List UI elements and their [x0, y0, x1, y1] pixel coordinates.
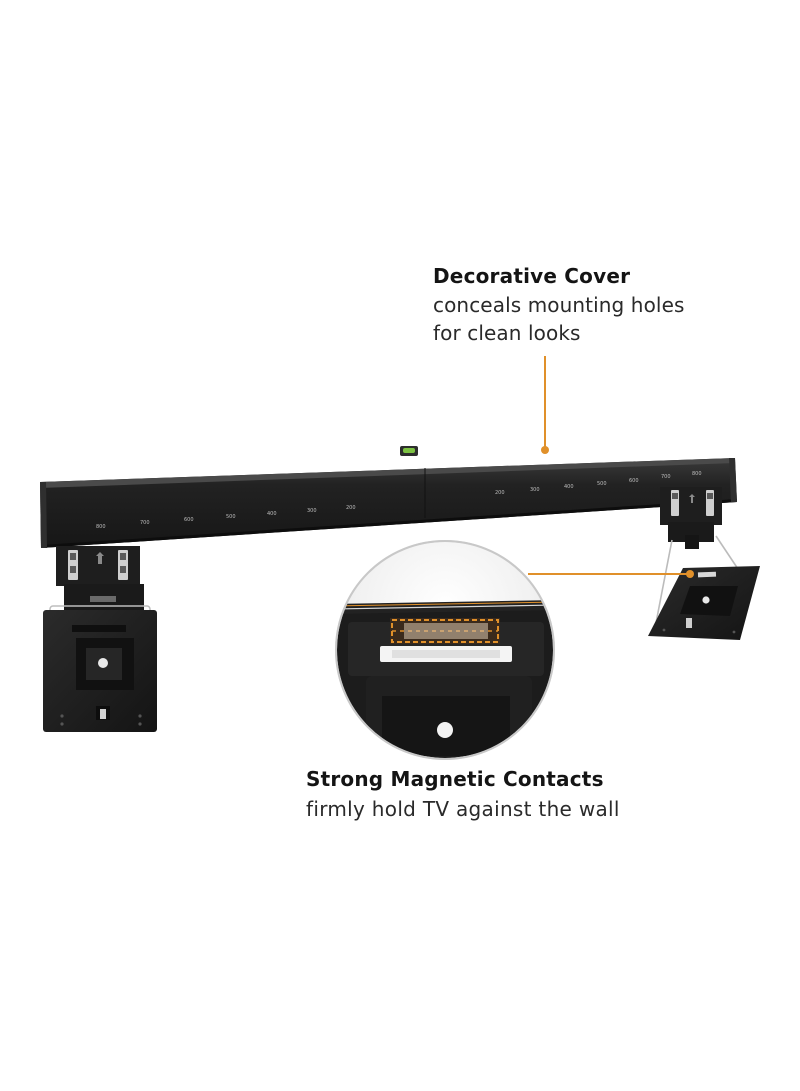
- scale-mark-left-1: 700: [140, 520, 150, 526]
- magnet-leader-dot: [686, 570, 694, 578]
- magnetic-contacts-title: Strong Magnetic Contacts: [306, 767, 604, 791]
- scale-mark-right-1: 300: [530, 487, 540, 493]
- cover-leader-dot: [541, 446, 549, 454]
- arrow-up-icon: [689, 494, 695, 503]
- decorative-cover-desc-line2: for clean looks: [433, 321, 581, 345]
- left-tv-bracket: [43, 546, 157, 732]
- scale-mark-right-4: 600: [629, 478, 639, 484]
- scale-mark-left-3: 500: [226, 514, 236, 520]
- magnified-detail-lens: [335, 540, 555, 760]
- scale-mark-left-2: 600: [184, 517, 194, 523]
- scale-mark-right-6: 800: [692, 471, 702, 477]
- magnetic-contacts-callout: Strong Magnetic Contacts firmly hold TV …: [306, 764, 776, 824]
- scale-mark-right-0: 200: [495, 490, 505, 496]
- scale-mark-left-0: 800: [96, 524, 106, 530]
- magnetic-contact-strip: [390, 618, 500, 644]
- magnetic-contacts-desc: firmly hold TV against the wall: [306, 797, 620, 821]
- decorative-cover-title: Decorative Cover: [433, 264, 631, 288]
- scale-mark-left-5: 300: [307, 508, 317, 514]
- scale-mark-left-6: 200: [346, 505, 356, 511]
- scale-mark-right-2: 400: [564, 484, 574, 490]
- scale-mark-right-3: 500: [597, 481, 607, 487]
- scale-marks-right: 200 300 400 500 600 700 800: [495, 471, 702, 496]
- decorative-cover-callout: Decorative Cover conceals mounting holes…: [433, 262, 783, 347]
- arrow-up-icon: [96, 552, 104, 564]
- right-tv-bracket: [648, 487, 760, 640]
- mounting-rail: [40, 446, 737, 548]
- scale-marks-left: 800 700 600 500 400 300 200: [96, 505, 356, 530]
- scale-mark-right-5: 700: [661, 474, 671, 480]
- scale-mark-left-4: 400: [267, 511, 277, 517]
- decorative-cover-desc-line1: conceals mounting holes: [433, 293, 685, 317]
- callout-leaders: [528, 356, 694, 578]
- level-vial: [403, 448, 415, 453]
- bubble-level: [400, 446, 418, 456]
